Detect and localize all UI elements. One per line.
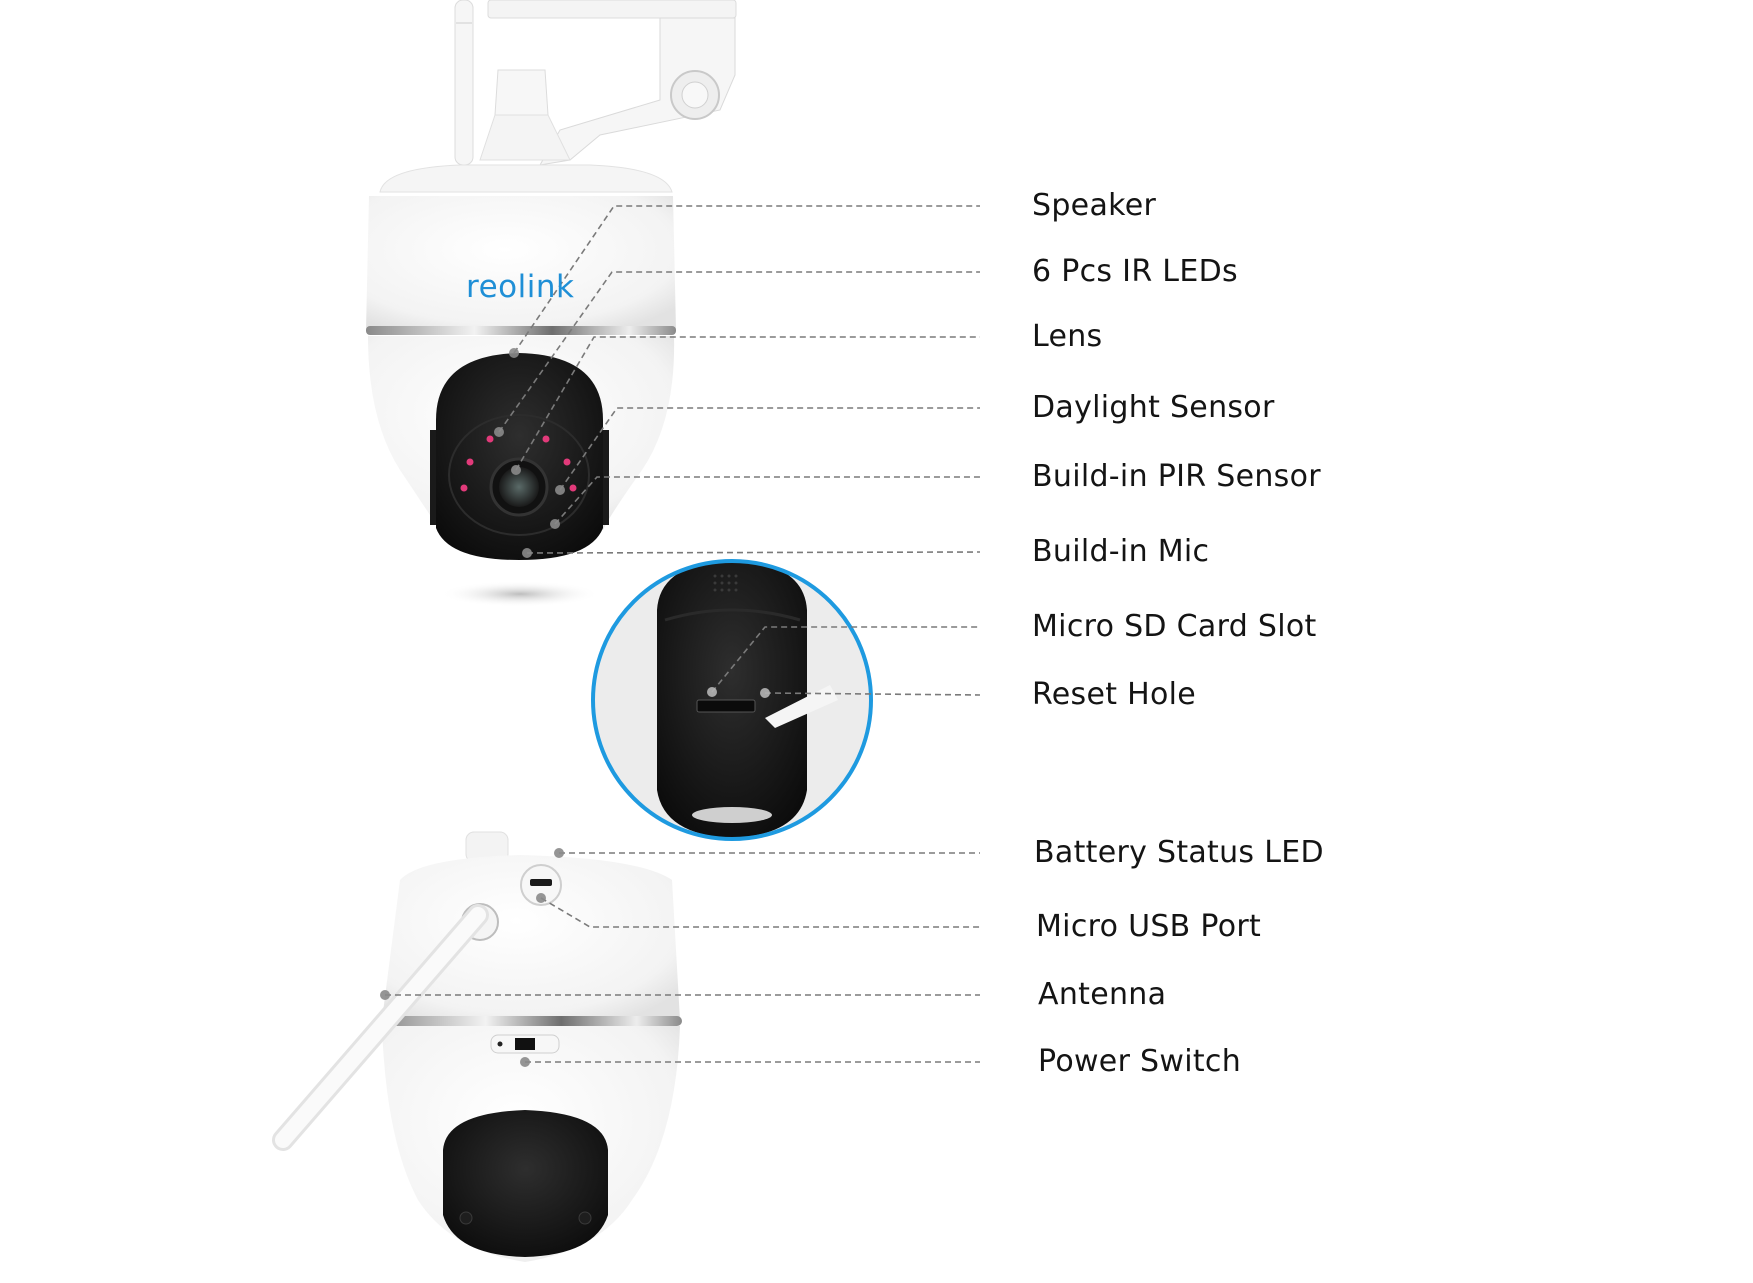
leader-sd-slot [711, 626, 980, 693]
label-ir-leds: 6 Pcs IR LEDs [1032, 254, 1238, 289]
leader-ir-leds [498, 271, 980, 433]
label-power-switch: Power Switch [1038, 1044, 1242, 1079]
label-sd-slot: Micro SD Card Slot [1032, 609, 1317, 644]
leader-pir-sensor [554, 476, 980, 525]
label-usb-port: Micro USB Port [1036, 909, 1262, 944]
leader-lens [515, 336, 980, 471]
ir-led-icons [460, 435, 577, 492]
leader-reset-hole [764, 692, 981, 696]
bottom-view-inset [591, 559, 873, 841]
label-speaker: Speaker [1032, 188, 1157, 223]
leader-daylight-sensor [559, 407, 980, 491]
label-reset-hole: Reset Hole [1032, 677, 1197, 712]
callout-dots [380, 348, 770, 1067]
brand-logo: reolink [466, 269, 575, 305]
label-pir-sensor: Build-in PIR Sensor [1032, 459, 1321, 494]
label-antenna: Antenna [1038, 977, 1167, 1012]
top-camera-illustration [366, 0, 737, 607]
leader-lines [385, 205, 981, 1063]
rear-camera-illustration [272, 831, 682, 1262]
label-lens: Lens [1032, 319, 1103, 354]
leader-speaker [513, 205, 980, 354]
leader-mic [526, 551, 981, 554]
label-daylight-sensor: Daylight Sensor [1032, 390, 1275, 425]
label-mic: Build-in Mic [1032, 534, 1210, 569]
label-battery-led: Battery Status LED [1034, 835, 1324, 870]
